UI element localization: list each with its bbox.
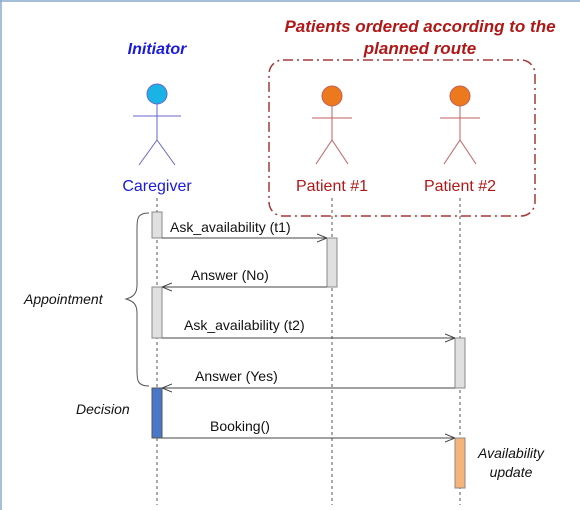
caregiver-activation-2	[151, 286, 163, 339]
availability-update-label-line1: Availability	[477, 445, 545, 461]
patient2-actor-icon	[440, 85, 480, 165]
caregiver-activation-1	[151, 211, 163, 239]
message-label-1: Ask_availability (t1)	[170, 219, 291, 235]
group-title-line2: planned route	[363, 39, 476, 58]
initiator-label: Initiator	[128, 41, 187, 58]
appointment-brace	[124, 212, 150, 387]
caregiver-actor-icon	[133, 83, 181, 166]
patient1-actor-icon	[312, 85, 352, 165]
availability-update-label-line2: update	[490, 464, 533, 480]
patient2-update-activation	[454, 437, 466, 489]
patient1-label: Patient #1	[296, 178, 368, 195]
decision-label: Decision	[76, 401, 130, 417]
message-label-2: Answer (No)	[191, 267, 269, 283]
patients-group-box	[268, 59, 536, 217]
appointment-label: Appointment	[23, 291, 104, 307]
patient2-activation	[454, 337, 466, 389]
message-label-5: Booking()	[210, 418, 270, 434]
message-label-3: Ask_availability (t2)	[184, 317, 305, 333]
message-label-4: Answer (Yes)	[195, 368, 278, 384]
patient1-activation	[326, 237, 338, 288]
caregiver-decision-activation	[151, 387, 163, 439]
group-title-line1: Patients ordered according to the	[284, 17, 555, 36]
patient2-label: Patient #2	[424, 178, 496, 195]
caregiver-label: Caregiver	[122, 178, 192, 195]
